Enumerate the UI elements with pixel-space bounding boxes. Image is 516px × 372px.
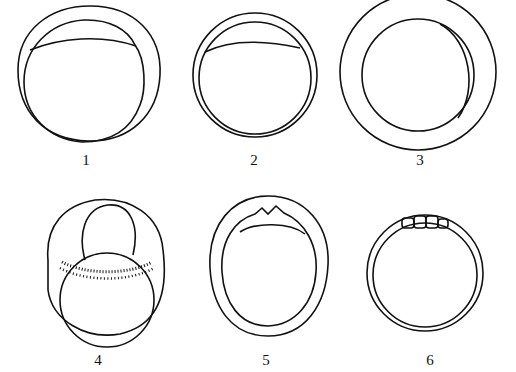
- figure-number: 3: [416, 153, 424, 168]
- figure-number: 6: [426, 353, 434, 368]
- figure-number: 4: [94, 353, 102, 368]
- figure-number: 1: [82, 153, 90, 168]
- figure-number: 5: [262, 353, 270, 368]
- figure-number: 2: [250, 153, 258, 168]
